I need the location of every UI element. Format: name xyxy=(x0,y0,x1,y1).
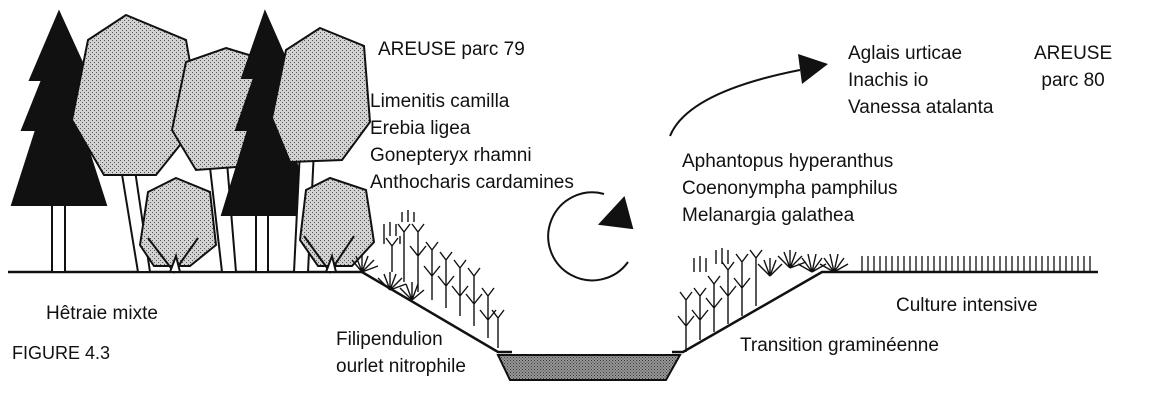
site-label-parc-79: AREUSE parc 79 xyxy=(378,36,525,63)
species-name: Anthocharis cardamines xyxy=(370,169,574,196)
water-channel xyxy=(498,355,680,380)
crop-rows xyxy=(862,256,1090,272)
zone-label-transition: Transition graminéenne xyxy=(740,332,939,359)
grassland-species-list: Aphantopus hyperanthus Coenonympha pamph… xyxy=(682,148,897,229)
species-name: Aglais urticae xyxy=(848,40,993,67)
zone-label-forest: Hêtraie mixte xyxy=(46,300,158,327)
site-label-line: parc 80 xyxy=(1034,67,1112,94)
species-name: Vanessa atalanta xyxy=(848,94,993,121)
species-name: Aphantopus hyperanthus xyxy=(682,148,897,175)
zone-label-filipendulion: Filipendulion ourlet nitrophile xyxy=(336,326,466,380)
zone-label-line: ourlet nitrophile xyxy=(336,353,466,380)
cycle-arrow-icon xyxy=(548,192,632,280)
species-name: Limenitis camilla xyxy=(370,88,574,115)
site-label-line: AREUSE xyxy=(1034,40,1112,67)
dispersal-arrow-icon xyxy=(670,54,828,136)
zone-label-line: Filipendulion xyxy=(336,326,466,353)
species-name: Gonepteryx rhamni xyxy=(370,142,574,169)
species-name: Erebia ligea xyxy=(370,115,574,142)
shrub-left xyxy=(140,178,216,272)
species-name: Coenonympha pamphilus xyxy=(682,175,897,202)
site-label-parc-80: AREUSE parc 80 xyxy=(1034,40,1112,94)
forest-species-list: Limenitis camilla Erebia ligea Goneptery… xyxy=(370,88,574,196)
species-name: Inachis io xyxy=(848,67,993,94)
zone-label-culture: Culture intensive xyxy=(896,292,1038,319)
shrub-right xyxy=(300,178,374,272)
migrant-species-list: Aglais urticae Inachis io Vanessa atalan… xyxy=(848,40,993,121)
species-name: Melanargia galathea xyxy=(682,202,897,229)
figure-label: FIGURE 4.3 xyxy=(12,340,110,367)
